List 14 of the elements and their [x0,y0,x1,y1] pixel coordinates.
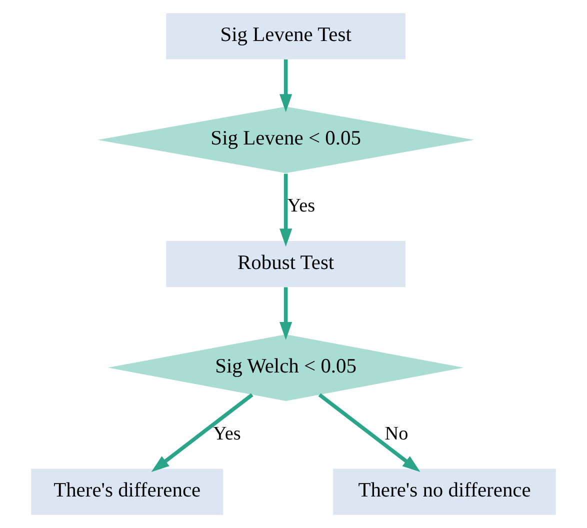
edge-label: Yes [287,196,316,217]
arrow [151,393,254,472]
node-box: There's no difference [333,468,556,515]
node-diamond: Sig Levene < 0.05 [98,106,474,174]
arrow [280,174,292,247]
arrow [280,287,292,340]
node-diamond: Sig Welch < 0.05 [108,334,464,401]
edge-label: Yes [212,423,241,444]
node-box: There's difference [31,468,224,515]
arrow [280,59,292,112]
edge-label: No [384,423,408,444]
arrow [318,393,420,472]
node-box: Sig Levene Test [166,13,406,60]
node-box: Robust Test [166,240,406,288]
